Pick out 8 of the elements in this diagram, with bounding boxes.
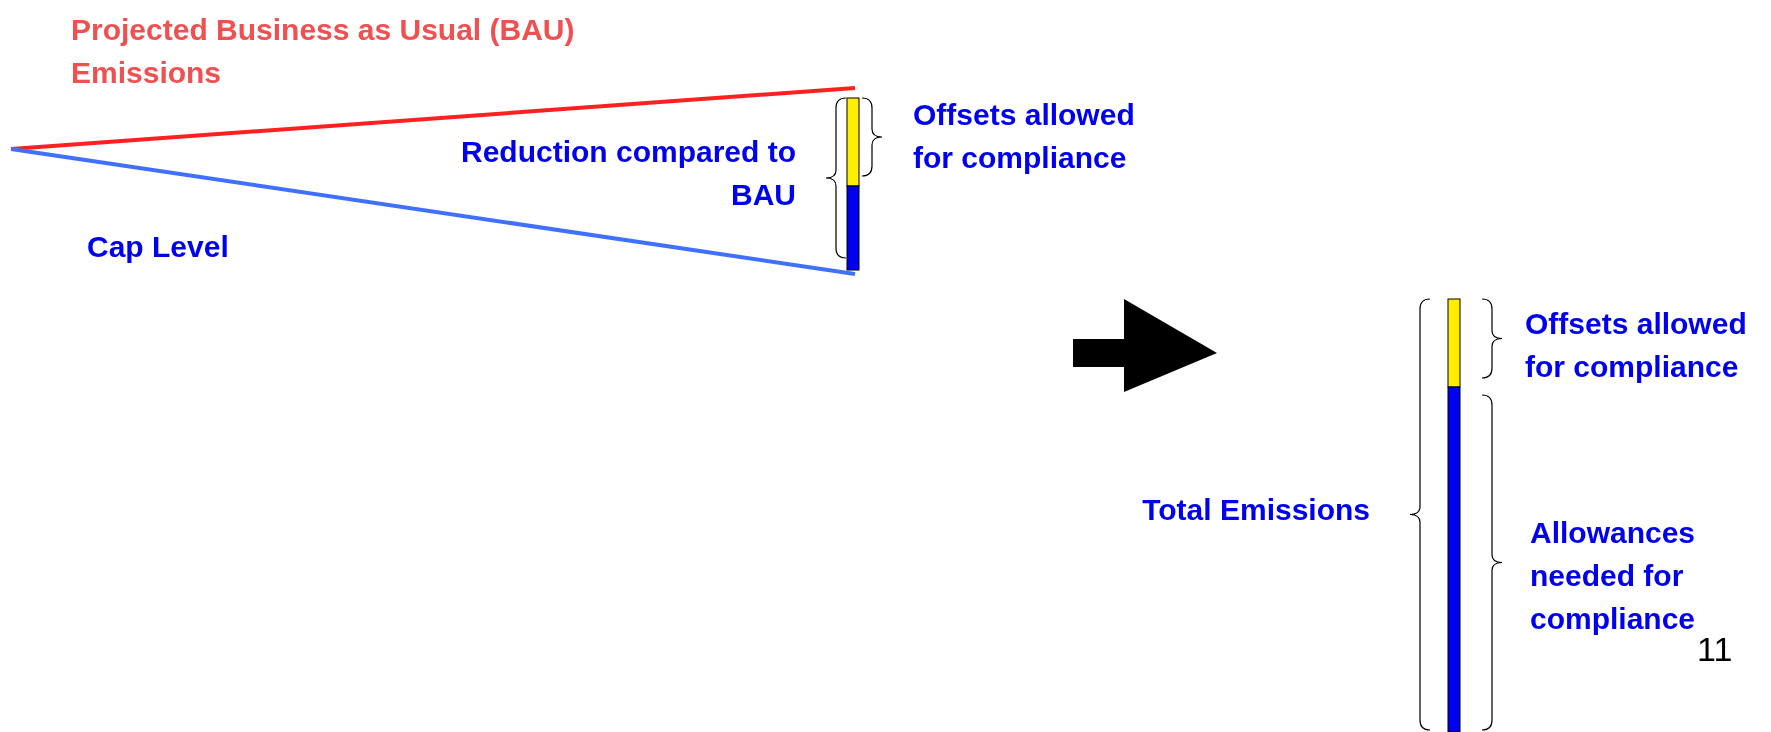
bau-emissions-label: Projected Business as Usual (BAU) Emissions <box>71 12 576 91</box>
cap-level-label: Cap Level <box>87 229 230 265</box>
reduction-label: Reduction compared to BAU <box>459 134 796 213</box>
offsets-label: Offsets allowed for compliance <box>913 97 1136 176</box>
total-emissions-label: Total Emissions <box>1141 492 1370 528</box>
page-number: 11 <box>1697 629 1733 670</box>
allowances-label: Allowances needed for compliance <box>1530 515 1697 637</box>
offsets-label: Offsets allowed for compliance <box>1525 306 1748 385</box>
